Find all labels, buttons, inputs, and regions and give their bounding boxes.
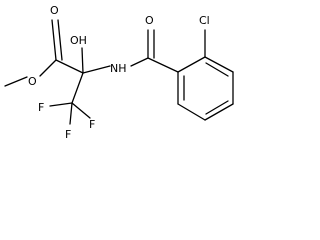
ring-bond-4 (204, 103, 234, 121)
bond-carbonylc-calpha (55, 59, 84, 74)
bond-calpha-oh (81, 47, 84, 74)
bond-cf3-f2 (49, 102, 73, 107)
ring-bond-1 (177, 56, 206, 73)
ring-bond-5 (177, 103, 206, 121)
bond-methyl-o (4, 76, 28, 87)
atom-f3: F (89, 118, 95, 131)
bond-nh-amidec (130, 57, 149, 67)
ring-bond-2 (204, 56, 234, 73)
atom-cl: Cl (199, 14, 210, 27)
bond-calpha-cf3 (71, 72, 84, 104)
structure-canvas: O O OH NH O Cl F F F (4, 4, 234, 141)
molecule-structure: O O OH NH O Cl F F F (4, 4, 234, 141)
bond-carbonyl-double-b (57, 19, 63, 61)
ring-inner-bond-2 (205, 100, 229, 115)
atom-o-ester-carbonyl: O (50, 4, 59, 17)
bond-cf3-f1 (69, 102, 73, 125)
atom-o-amide: O (145, 14, 154, 27)
bond-calpha-nh (82, 65, 111, 74)
atom-nh: NH (110, 62, 127, 75)
bond-amidec-ring (147, 57, 179, 73)
atom-f2: F (38, 101, 44, 114)
atom-f1: F (65, 128, 71, 141)
atom-oh: OH (70, 34, 87, 47)
bond-carbonyl-double-a (51, 19, 57, 61)
bond-o-carbonylc (39, 59, 57, 77)
ring-inner-bond-1 (205, 62, 229, 77)
atom-o-ester: O (28, 75, 37, 88)
bond-cf3-f3 (71, 102, 91, 119)
